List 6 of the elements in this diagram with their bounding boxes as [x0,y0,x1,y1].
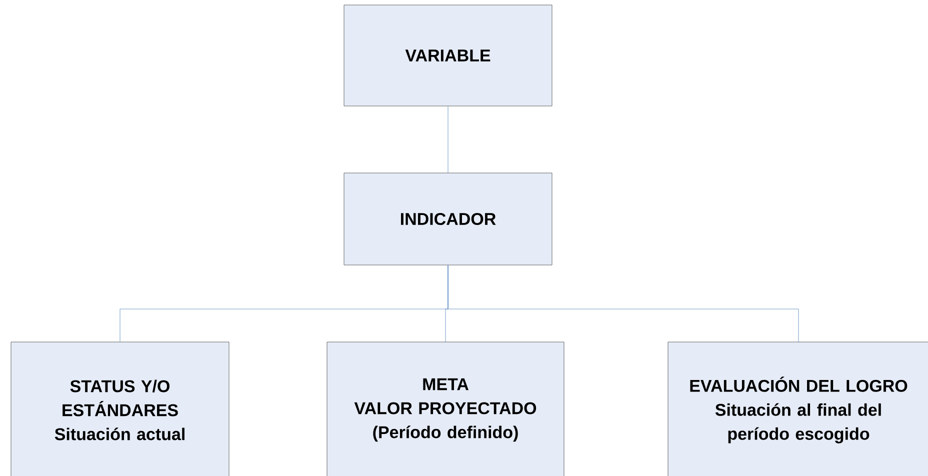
process-box: EVALUACIÓN DEL LOGRO Situación al final del período escogido [668,342,928,476]
connector-line [448,265,799,342]
process-box: VARIABLE [344,4,552,106]
process-box: INDICADOR [344,172,552,266]
process-box: STATUS Y/O ESTÁNDARES Situación actual [10,342,230,476]
process-box: META VALOR PROYECTADO (Período definido) [326,342,564,476]
